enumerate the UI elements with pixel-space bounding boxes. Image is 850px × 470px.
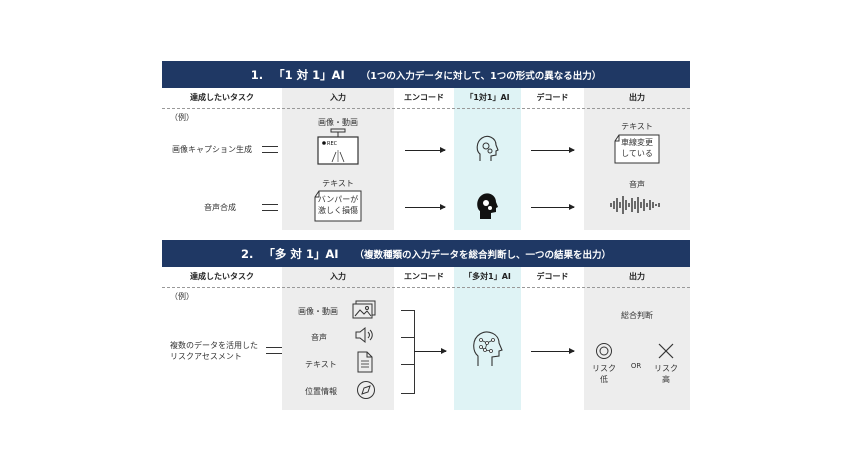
header-encode: エンコード <box>404 272 444 281</box>
header-row: 達成したいタスク 入力 エンコード 「1対1」AI デコード 出力 <box>162 88 690 108</box>
input-audio: 音声 <box>311 333 327 342</box>
camera-icon: REC <box>317 128 359 165</box>
risk-low-line-1: リスク <box>592 364 616 373</box>
header-row: 達成したいタスク 入力 エンコード 「多対1」AI デコード 出力 <box>162 267 690 287</box>
head-gear-icon <box>476 135 499 161</box>
waveform-icon <box>610 196 660 214</box>
encode-arrow <box>414 348 447 354</box>
encode-arrow <box>405 147 446 153</box>
header-task: 達成したいタスク <box>190 272 254 281</box>
merge-line <box>401 364 414 365</box>
risk-low-line-2: 低 <box>600 375 608 384</box>
panel-many-to-one: 2. 「多 対 1」AI （複数種類の入力データを総合判断し、一つの結果を出力）… <box>162 240 690 410</box>
panel-one-to-one: 1. 「1 対 1」AI （1つの入力データに対して、1つの形式の異なる出力） … <box>162 61 690 230</box>
header-decode: デコード <box>536 272 569 281</box>
merge-line <box>401 337 414 338</box>
output-label-text: テキスト <box>621 122 653 131</box>
header-output: 出力 <box>629 93 645 102</box>
header-input: 入力 <box>330 272 346 281</box>
title-main: 「多 対 1」AI <box>263 246 339 261</box>
output-document-text: 車線変更 している <box>613 137 661 159</box>
header-task: 達成したいタスク <box>190 93 254 102</box>
equals-sign <box>262 204 278 211</box>
compass-icon <box>357 381 375 399</box>
title-subtitle: （1つの入力データに対して、1つの形式の異なる出力） <box>360 70 602 82</box>
speaker-icon <box>355 326 373 344</box>
circle-icon <box>596 343 612 359</box>
head-gear-icon <box>477 193 498 219</box>
decode-arrow <box>531 204 575 210</box>
title-number: 2. <box>240 246 254 261</box>
panel-title: 1. 「1 対 1」AI （1つの入力データに対して、1つの形式の異なる出力） <box>162 61 690 88</box>
decode-arrow <box>531 348 575 354</box>
neural-head-icon <box>473 331 503 366</box>
output-column-bg <box>584 267 690 410</box>
task-line-2: リスクアセスメント <box>170 352 242 361</box>
document-icon <box>614 134 660 164</box>
header-ai: 「多対1」AI <box>464 272 511 281</box>
task-line-1: 複数のデータを活用した <box>170 341 258 350</box>
document-icon <box>314 190 362 222</box>
header-encode: エンコード <box>404 93 444 102</box>
panel-title: 2. 「多 対 1」AI （複数種類の入力データを総合判断し、一つの結果を出力） <box>162 240 690 267</box>
doc-line-2: している <box>621 149 653 158</box>
output-title: 総合判断 <box>621 311 653 320</box>
example-label: （例） <box>170 292 194 301</box>
header-divider <box>162 287 690 288</box>
doc-line-2: 激しく損傷 <box>318 206 358 215</box>
header-output: 出力 <box>629 272 645 281</box>
input-label-text: テキスト <box>322 179 354 188</box>
input-location: 位置情報 <box>305 387 337 396</box>
equals-sign <box>262 146 278 153</box>
or-label: OR <box>630 362 642 370</box>
title-number: 1. <box>250 67 264 82</box>
cross-icon <box>658 343 674 359</box>
task-speech: 音声合成 <box>204 203 236 212</box>
encode-arrow <box>405 204 446 210</box>
input-column-bg <box>282 267 394 410</box>
example-label: （例） <box>170 113 194 122</box>
svg-text:REC: REC <box>327 141 338 147</box>
risk-low-label: リスク 低 <box>588 363 620 385</box>
input-text: テキスト <box>305 360 337 369</box>
image-icon <box>352 300 376 319</box>
doc-line-1: 車線変更 <box>621 138 653 147</box>
text-doc-icon <box>357 351 373 373</box>
equals-sign <box>266 347 282 354</box>
task-caption: 画像キャプション生成 <box>172 145 252 154</box>
header-ai: 「1対1」AI <box>465 93 510 102</box>
input-image: 画像・動画 <box>298 307 338 316</box>
merge-bracket <box>401 310 415 394</box>
header-divider <box>162 108 690 109</box>
risk-high-line-2: 高 <box>662 375 670 384</box>
output-label-audio: 音声 <box>629 180 645 189</box>
doc-line-1: バンパーが <box>317 195 359 204</box>
title-subtitle: （複数種類の入力データを総合判断し、一つの結果を出力） <box>354 249 612 261</box>
decode-arrow <box>531 147 575 153</box>
header-input: 入力 <box>330 93 346 102</box>
header-decode: デコード <box>536 93 569 102</box>
risk-high-line-1: リスク <box>654 364 678 373</box>
title-main: 「1 対 1」AI <box>273 67 345 82</box>
task-risk-assessment: 複数のデータを活用した リスクアセスメント <box>170 340 258 362</box>
ai-column-bg <box>454 267 521 410</box>
input-document-text: バンパーが 激しく損傷 <box>313 194 363 216</box>
input-label-image: 画像・動画 <box>318 118 358 127</box>
risk-high-label: リスク 高 <box>650 363 682 385</box>
